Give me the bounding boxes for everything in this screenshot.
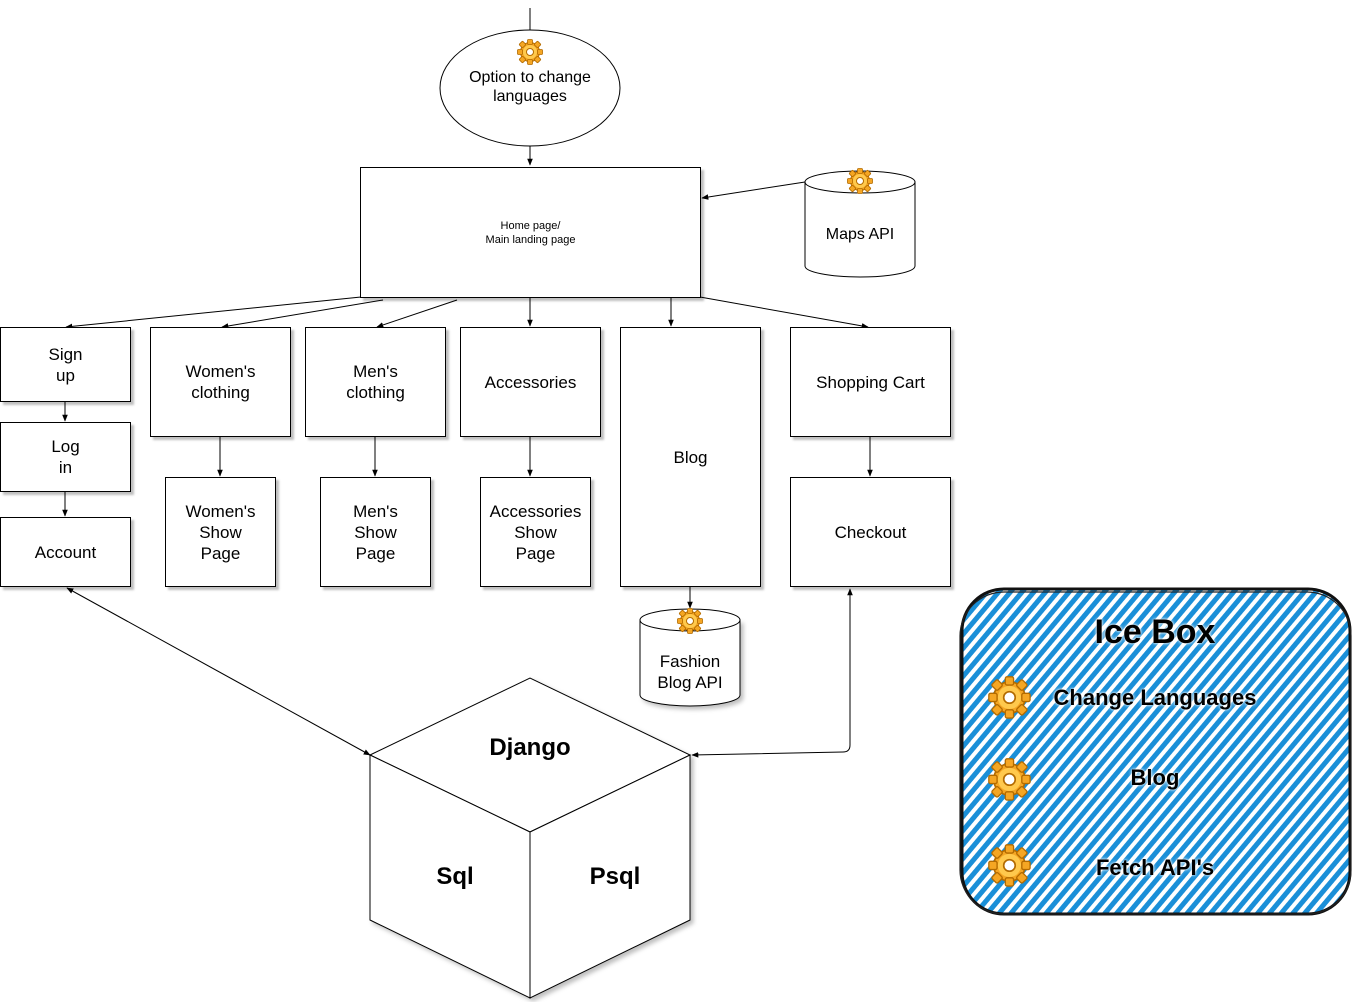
ice-box: [959, 587, 1352, 916]
checkout-box[interactable]: Checkout: [790, 477, 951, 587]
maps-api-gear-icon: [847, 168, 873, 194]
edge-home-to-signup: [65, 296, 362, 330]
womens-show-page-box[interactable]: Women's Show Page: [165, 477, 276, 587]
connector-lines: [62, 8, 873, 758]
edge-maps-to-home: [701, 181, 806, 200]
language-option-ellipse[interactable]: [439, 29, 621, 147]
shopping-cart-box[interactable]: Shopping Cart: [790, 327, 951, 437]
icebox-item-blog: Blog: [1130, 765, 1180, 790]
fashion-blog-api-label: Fashion Blog API: [657, 652, 723, 692]
sign-up-box[interactable]: Sign up: [0, 327, 131, 402]
home-page-box[interactable]: Home page/ Main landing page: [360, 167, 701, 298]
cube-django-label: Django: [489, 734, 571, 761]
edge-home-to-cart: [699, 296, 869, 329]
language-option-label: Option to change languages: [469, 69, 591, 105]
cube-sql-label: Sql: [436, 863, 474, 890]
blog-box[interactable]: Blog: [620, 327, 761, 587]
icebox-item-fetch-apis: Fetch API's: [1095, 855, 1215, 880]
log-in-box[interactable]: Log in: [0, 422, 131, 492]
mens-clothing-box[interactable]: Men's clothing: [305, 327, 446, 437]
edge-account-django: [66, 587, 371, 756]
edge-home-to-mens: [376, 299, 458, 328]
fashion-blog-api-gear-icon: [677, 608, 703, 634]
accessories-box[interactable]: Accessories: [460, 327, 601, 437]
icebox-title: Ice Box: [1094, 613, 1216, 651]
accessories-show-page-box[interactable]: Accessories Show Page: [480, 477, 591, 587]
edge-home-to-womens: [221, 299, 384, 329]
womens-clothing-box[interactable]: Women's clothing: [150, 327, 291, 437]
maps-api-cylinder[interactable]: [804, 170, 916, 278]
language-gear-icon: [517, 39, 543, 65]
django-cube[interactable]: [368, 677, 692, 999]
mens-show-page-box[interactable]: Men's Show Page: [320, 477, 431, 587]
icebox-item-change-languages: Change Languages: [1053, 685, 1257, 710]
cube-psql-label: Psql: [589, 863, 641, 890]
maps-api-label: Maps API: [825, 226, 895, 243]
account-box[interactable]: Account: [0, 517, 131, 587]
edge-checkout-django: [691, 588, 853, 758]
